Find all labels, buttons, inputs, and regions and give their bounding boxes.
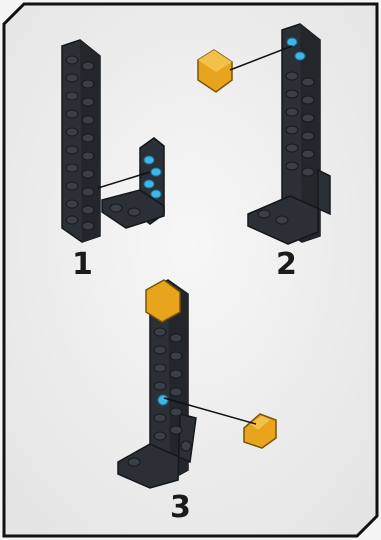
step-2-illustration (197, 23, 331, 245)
step-2-orange-part (197, 49, 233, 93)
step-2-column (247, 23, 331, 245)
step-1-vertical-plate (61, 39, 101, 243)
step-2-connector-line (229, 45, 293, 71)
step-1-bracket (101, 137, 165, 229)
step-3-illustration (117, 279, 277, 489)
step-number-1: 1 (72, 247, 93, 282)
step-1-illustration (61, 39, 165, 243)
step-number-2: 2 (276, 247, 297, 282)
step-number-3: 3 (170, 490, 191, 525)
step-3-connector-line (163, 397, 257, 425)
step-1-connector-line (97, 171, 151, 189)
step-3-column (117, 279, 197, 489)
